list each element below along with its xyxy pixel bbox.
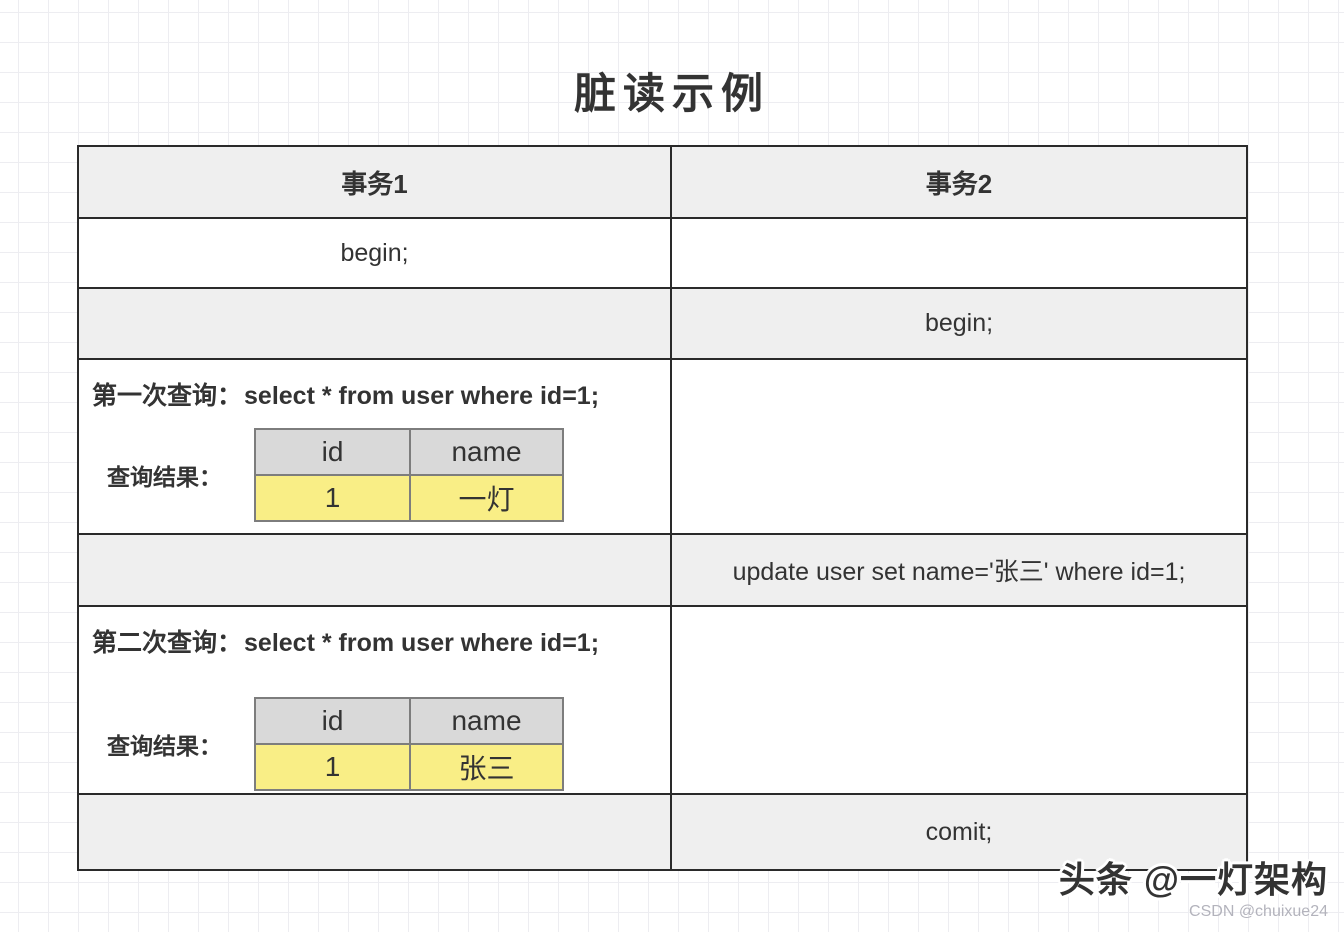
query1-line: 第一次查询：select * from user where id=1; (92, 376, 662, 412)
query2-label: 第二次查询： (92, 629, 243, 657)
query1-label: 第一次查询： (92, 382, 243, 410)
header-cell-txn1: 事务1 (79, 147, 670, 217)
transaction-table: 事务1 事务2 begin; begin; 第一次查询：select * fro… (77, 145, 1248, 871)
watermark: 头条 @一灯架构 CSDN @chuixue24 (1059, 859, 1328, 922)
cell-txn2-empty-2 (670, 358, 1246, 533)
cell-txn1-begin: begin; (79, 217, 670, 287)
cell-txn1-query2: 第二次查询：select * from user where id=1; 查询结… (79, 605, 670, 793)
cell-txn1-query1: 第一次查询：select * from user where id=1; 查询结… (79, 358, 670, 533)
cell-txn1-empty-3 (79, 793, 670, 869)
query2-sql: select * from user where id=1; (244, 629, 600, 657)
cell-txn1-empty-1 (79, 287, 670, 358)
cell-txn2-begin: begin; (670, 287, 1246, 358)
cell-txn2-commit: comit; (670, 793, 1246, 869)
cell-txn2-empty-1 (670, 217, 1246, 287)
page-title: 脏读示例 (573, 70, 770, 117)
query2-result-value-id: 1 (256, 743, 409, 789)
query1-result-value-name: 一灯 (409, 474, 562, 520)
query1-result-table: id name 1 一灯 (254, 428, 564, 522)
query2-result-header-id: id (256, 699, 409, 743)
query1-result-header-id: id (256, 430, 409, 474)
query2-line: 第二次查询：select * from user where id=1; (92, 623, 662, 659)
watermark-secondary: CSDN @chuixue24 (1189, 903, 1328, 920)
query2-result: 查询结果： id name 1 张三 (92, 697, 662, 791)
query1-sql: select * from user where id=1; (244, 382, 600, 410)
cell-txn1-empty-2 (79, 533, 670, 605)
cell-txn2-empty-3 (670, 605, 1246, 793)
watermark-primary: 头条 @一灯架构 (1058, 859, 1328, 900)
query2-result-table: id name 1 张三 (254, 697, 564, 791)
query2-result-value-name: 张三 (409, 743, 562, 789)
query2-result-label: 查询结果： (107, 733, 222, 759)
query2-result-header-name: name (409, 699, 562, 743)
query1-result-header-name: name (409, 430, 562, 474)
header-cell-txn2: 事务2 (670, 147, 1246, 217)
query1-result: 查询结果： id name 1 一灯 (92, 428, 662, 522)
query1-result-value-id: 1 (256, 474, 409, 520)
query1-result-label: 查询结果： (107, 464, 222, 490)
cell-txn2-update: update user set name='张三' where id=1; (670, 533, 1246, 605)
